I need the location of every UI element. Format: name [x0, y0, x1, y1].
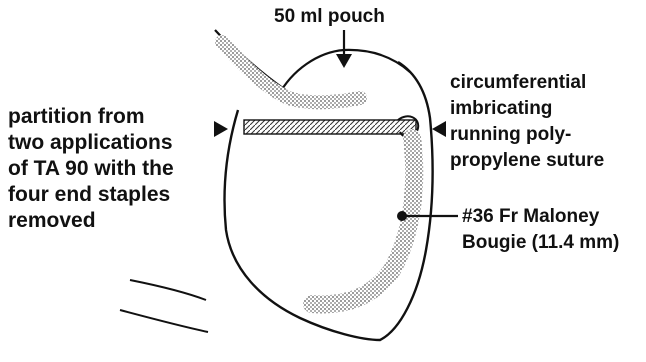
bougie-tube — [312, 138, 414, 304]
bougie-label: #36 Fr Maloney Bougie (11.4 mm) — [462, 204, 619, 256]
suture-arrowhead — [432, 121, 446, 137]
staple-partition — [244, 120, 416, 134]
pouch-label: 50 ml pouch — [274, 6, 385, 28]
duodenum-upper — [130, 280, 206, 300]
partition-label: partition from two applications of TA 90… — [8, 104, 174, 234]
duodenum-lower — [120, 310, 208, 332]
suture-label: circumferential imbricating running poly… — [450, 70, 604, 174]
pouch-arrowhead — [336, 54, 352, 68]
partition-arrowhead — [214, 121, 228, 137]
